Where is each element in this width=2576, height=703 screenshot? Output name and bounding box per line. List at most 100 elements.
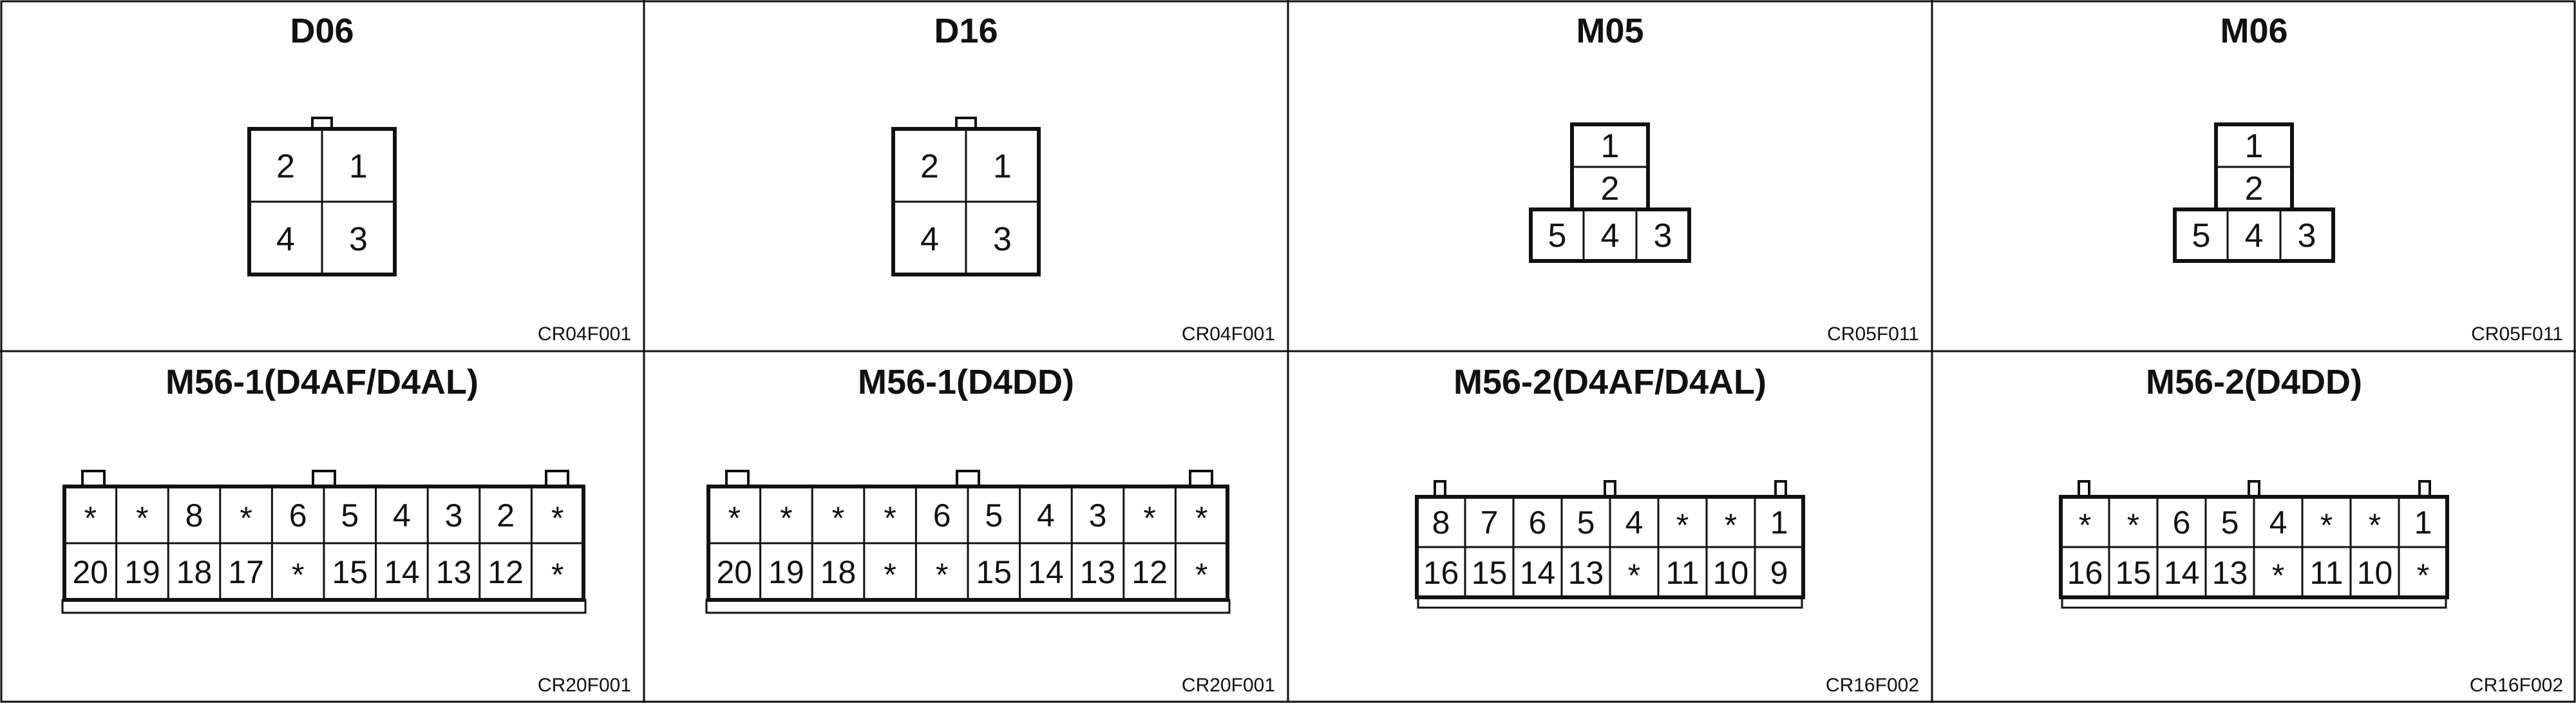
pin-label: 15 xyxy=(976,554,1012,590)
pin-label: 1 xyxy=(349,148,368,186)
pin-label: 4 xyxy=(393,497,411,534)
pin-label: 17 xyxy=(228,554,264,590)
pin-label: 13 xyxy=(1568,555,1604,591)
pin-label: 10 xyxy=(1713,555,1749,591)
pin-label: 1 xyxy=(993,148,1012,186)
pin-label: 9 xyxy=(1770,555,1788,591)
connector-latch xyxy=(725,470,750,488)
pin-label: 2 xyxy=(2245,170,2264,207)
pin-label: 4 xyxy=(1625,505,1643,541)
pin-star: * xyxy=(84,500,97,536)
pin-star: * xyxy=(2320,507,2333,543)
pin-star: * xyxy=(2417,557,2429,593)
pin-star: * xyxy=(832,500,844,536)
pin-label: 11 xyxy=(1666,555,1700,591)
connector-title: D06 xyxy=(290,12,354,50)
connector-body-bottom xyxy=(1529,207,1691,263)
pin-label: 4 xyxy=(1037,497,1055,534)
pin-label: 8 xyxy=(1432,505,1450,541)
pin-star: * xyxy=(780,500,792,536)
pin-star: * xyxy=(240,500,252,536)
pin-star: * xyxy=(1725,507,1737,543)
pin-star: * xyxy=(1143,500,1155,536)
pin-label: 6 xyxy=(933,497,951,534)
connector-title: M06 xyxy=(2220,12,2287,50)
pin-label: 5 xyxy=(341,497,359,534)
pin-label: 19 xyxy=(768,554,804,590)
pin-label: 16 xyxy=(1423,555,1459,591)
connector-title: D16 xyxy=(934,12,998,50)
pin-star: * xyxy=(551,500,564,536)
pin-star: * xyxy=(884,557,896,593)
pin-label: 3 xyxy=(349,221,368,258)
pin-star: * xyxy=(1195,557,1208,593)
pin-star: * xyxy=(2079,507,2091,543)
connector-latch xyxy=(545,470,569,488)
drawing-code: CR20F001 xyxy=(1182,675,1275,696)
connector-latch xyxy=(1189,470,1213,488)
connector-title: M56-2(D4AF/D4AL) xyxy=(1454,363,1766,401)
pin-label: 13 xyxy=(436,554,472,590)
pin-label: 1 xyxy=(1601,128,1620,165)
pin-label: 5 xyxy=(2221,505,2239,541)
pin-label: 20 xyxy=(716,554,752,590)
pin-star: * xyxy=(1195,500,1208,536)
connector-title: M56-2(D4DD) xyxy=(2146,363,2362,401)
pin-label: 8 xyxy=(185,497,204,534)
pin-star: * xyxy=(728,500,741,536)
pin-star: * xyxy=(2272,557,2284,593)
pin-label: 7 xyxy=(1481,505,1499,541)
drawing-code: CR04F001 xyxy=(538,323,631,345)
connector-latch xyxy=(1604,480,1616,498)
pin-label: 14 xyxy=(2164,555,2200,591)
pin-star: * xyxy=(1628,557,1640,593)
pin-label: 5 xyxy=(2192,217,2211,255)
connector-latch xyxy=(81,470,106,488)
pin-label: 6 xyxy=(1529,505,1547,541)
pin-star: * xyxy=(2369,507,2381,543)
pin-label: 11 xyxy=(2310,555,2344,591)
pin-label: 2 xyxy=(1601,170,1620,207)
connector-body-bottom xyxy=(2173,207,2335,263)
connector-title: M05 xyxy=(1576,12,1643,50)
pin-label: 1 xyxy=(1770,505,1788,541)
pin-label: 13 xyxy=(2212,555,2248,591)
connector-title: M56-1(D4DD) xyxy=(858,363,1074,401)
pin-label: 4 xyxy=(2269,505,2287,541)
pin-label: 14 xyxy=(384,554,420,590)
pin-label: 3 xyxy=(993,221,1012,258)
pin-label: 4 xyxy=(2245,217,2264,255)
pin-label: 5 xyxy=(985,497,1003,534)
pin-label: 12 xyxy=(488,554,524,590)
pin-label: 1 xyxy=(2414,505,2432,541)
pin-label: 14 xyxy=(1028,554,1064,590)
pin-star: * xyxy=(2127,507,2139,543)
connector-latch xyxy=(956,470,980,488)
pin-label: 10 xyxy=(2357,555,2393,591)
drawing-code: CR16F002 xyxy=(1826,675,1919,696)
pin-label: 13 xyxy=(1080,554,1116,590)
pin-label: 16 xyxy=(2067,555,2103,591)
pin-label: 3 xyxy=(445,497,463,534)
connector-latch xyxy=(2078,480,2090,498)
pin-label: 2 xyxy=(920,148,939,186)
connector-latch xyxy=(2418,480,2431,498)
connector-latch xyxy=(1434,480,1446,498)
pin-label: 4 xyxy=(1601,217,1620,255)
pin-label: 19 xyxy=(124,554,160,590)
drawing-code: CR05F011 xyxy=(1827,323,1919,345)
pin-label: 15 xyxy=(332,554,368,590)
pin-label: 3 xyxy=(2298,217,2316,255)
pin-star: * xyxy=(136,500,148,536)
pin-label: 2 xyxy=(497,497,515,534)
pin-label: 14 xyxy=(1520,555,1556,591)
pin-label: 3 xyxy=(1089,497,1107,534)
pin-star: * xyxy=(884,500,896,536)
